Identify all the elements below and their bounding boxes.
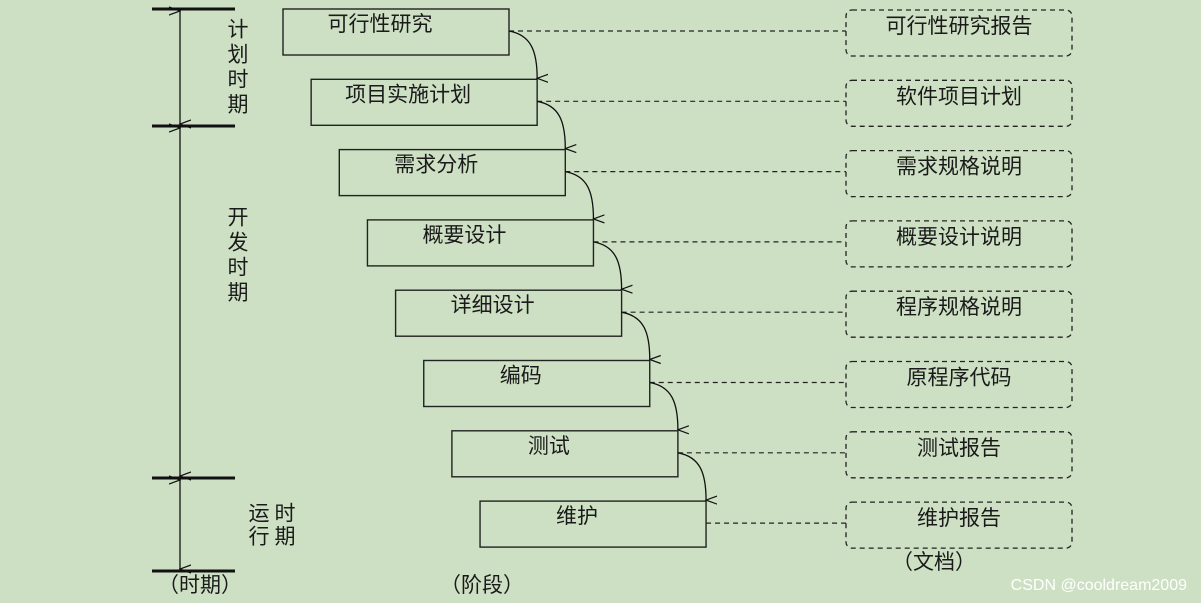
flow-arrow (593, 241, 621, 289)
stage-label: 概要设计 (422, 223, 506, 247)
stage-label: 需求分析 (394, 153, 478, 177)
document-box (845, 149, 1073, 198)
stage-label: 维护 (556, 504, 598, 528)
document-label: 可行性研究报告 (886, 14, 1033, 38)
document-label: 原程序代码 (907, 366, 1012, 390)
stage-box (338, 148, 566, 197)
flow-arrow (621, 311, 650, 359)
document-label: 测试报告 (917, 436, 1001, 460)
caption-stages: （阶段） (440, 573, 524, 597)
document-box (845, 9, 1073, 57)
flow-arrow (537, 100, 565, 148)
period-label-operation: 运行时期 (246, 502, 296, 548)
stage-box (451, 430, 679, 478)
stage-box (310, 78, 538, 127)
caption-documents: （文档） (892, 550, 976, 574)
stage-box (394, 289, 623, 337)
document-label: 软件项目计划 (896, 84, 1022, 108)
document-box (845, 431, 1073, 479)
stage-label: 项目实施计划 (345, 82, 471, 106)
stage-box (282, 8, 510, 56)
stage-label: 编码 (500, 364, 542, 388)
document-box (845, 220, 1073, 268)
document-box (845, 290, 1073, 338)
stage-label: 详细设计 (451, 293, 535, 317)
watermark: CSDN @cooldream2009 (1010, 577, 1187, 594)
flow-arrow (649, 381, 678, 430)
document-label: 概要设计说明 (896, 225, 1022, 249)
document-box (845, 501, 1073, 549)
document-box (845, 360, 1073, 409)
document-box (845, 79, 1073, 127)
period-label-development: 开发时期 (225, 206, 249, 306)
period-label-planning: 计划时期 (225, 18, 249, 118)
document-label: 需求规格说明 (896, 155, 1022, 179)
stage-box (366, 219, 595, 267)
stage-label: 测试 (528, 434, 570, 458)
flow-arrow (565, 170, 593, 219)
flow-arrow (677, 452, 706, 500)
stage-box (479, 500, 707, 548)
stage-label: 可行性研究 (328, 12, 433, 36)
flow-arrow (508, 30, 537, 78)
caption-periods: （时期） (158, 573, 242, 597)
document-label: 程序规格说明 (896, 295, 1022, 319)
document-label: 维护报告 (917, 506, 1001, 530)
stage-box (423, 359, 651, 408)
